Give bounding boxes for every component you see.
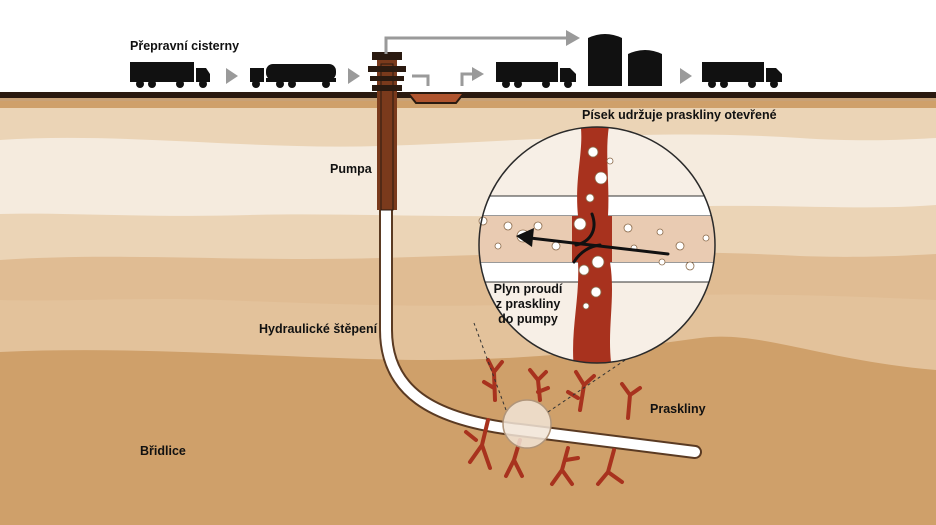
surface-line bbox=[0, 92, 936, 98]
label-gas-flow: Plyn proudí z praskliny do pumpy bbox=[490, 282, 566, 327]
layer-pale bbox=[0, 134, 936, 217]
label-fractures: Praskliny bbox=[650, 402, 706, 416]
vehicles bbox=[130, 34, 782, 88]
fractures bbox=[464, 358, 642, 486]
arrow-2 bbox=[348, 68, 360, 84]
zoom-origin-circle bbox=[502, 399, 552, 449]
arrow-1 bbox=[226, 68, 238, 84]
tanker-truck-4 bbox=[702, 62, 782, 88]
label-gas-flow-line3: do pumpy bbox=[498, 312, 558, 326]
gas-flow-arrow bbox=[528, 212, 670, 264]
label-tankers: Přepravní cisterny bbox=[130, 39, 240, 53]
pump-casing bbox=[377, 60, 397, 210]
label-gas-flow-line2: z praskliny bbox=[495, 297, 561, 311]
tanker-truck-1 bbox=[130, 62, 210, 88]
label-gas-flow-line1: Plyn proudí bbox=[493, 282, 563, 296]
arrow-3 bbox=[680, 68, 692, 84]
label-hydraulic-fracturing: Hydraulické štěpení bbox=[259, 322, 378, 336]
label-shale: Břidlice bbox=[140, 444, 186, 458]
well bbox=[368, 52, 702, 459]
label-sand: Písek udržuje praskliny otevřené bbox=[582, 108, 777, 122]
tanker-truck-3 bbox=[496, 62, 576, 88]
storage-tanks bbox=[588, 34, 662, 86]
ground-layers bbox=[0, 92, 936, 525]
return-line bbox=[384, 36, 566, 54]
surface-shadow bbox=[0, 98, 936, 101]
tanker-truck-2 bbox=[250, 64, 336, 88]
pit bbox=[405, 92, 467, 104]
transport-flow bbox=[226, 30, 692, 86]
label-pump: Pumpa bbox=[330, 162, 372, 176]
magnifier bbox=[478, 126, 716, 364]
